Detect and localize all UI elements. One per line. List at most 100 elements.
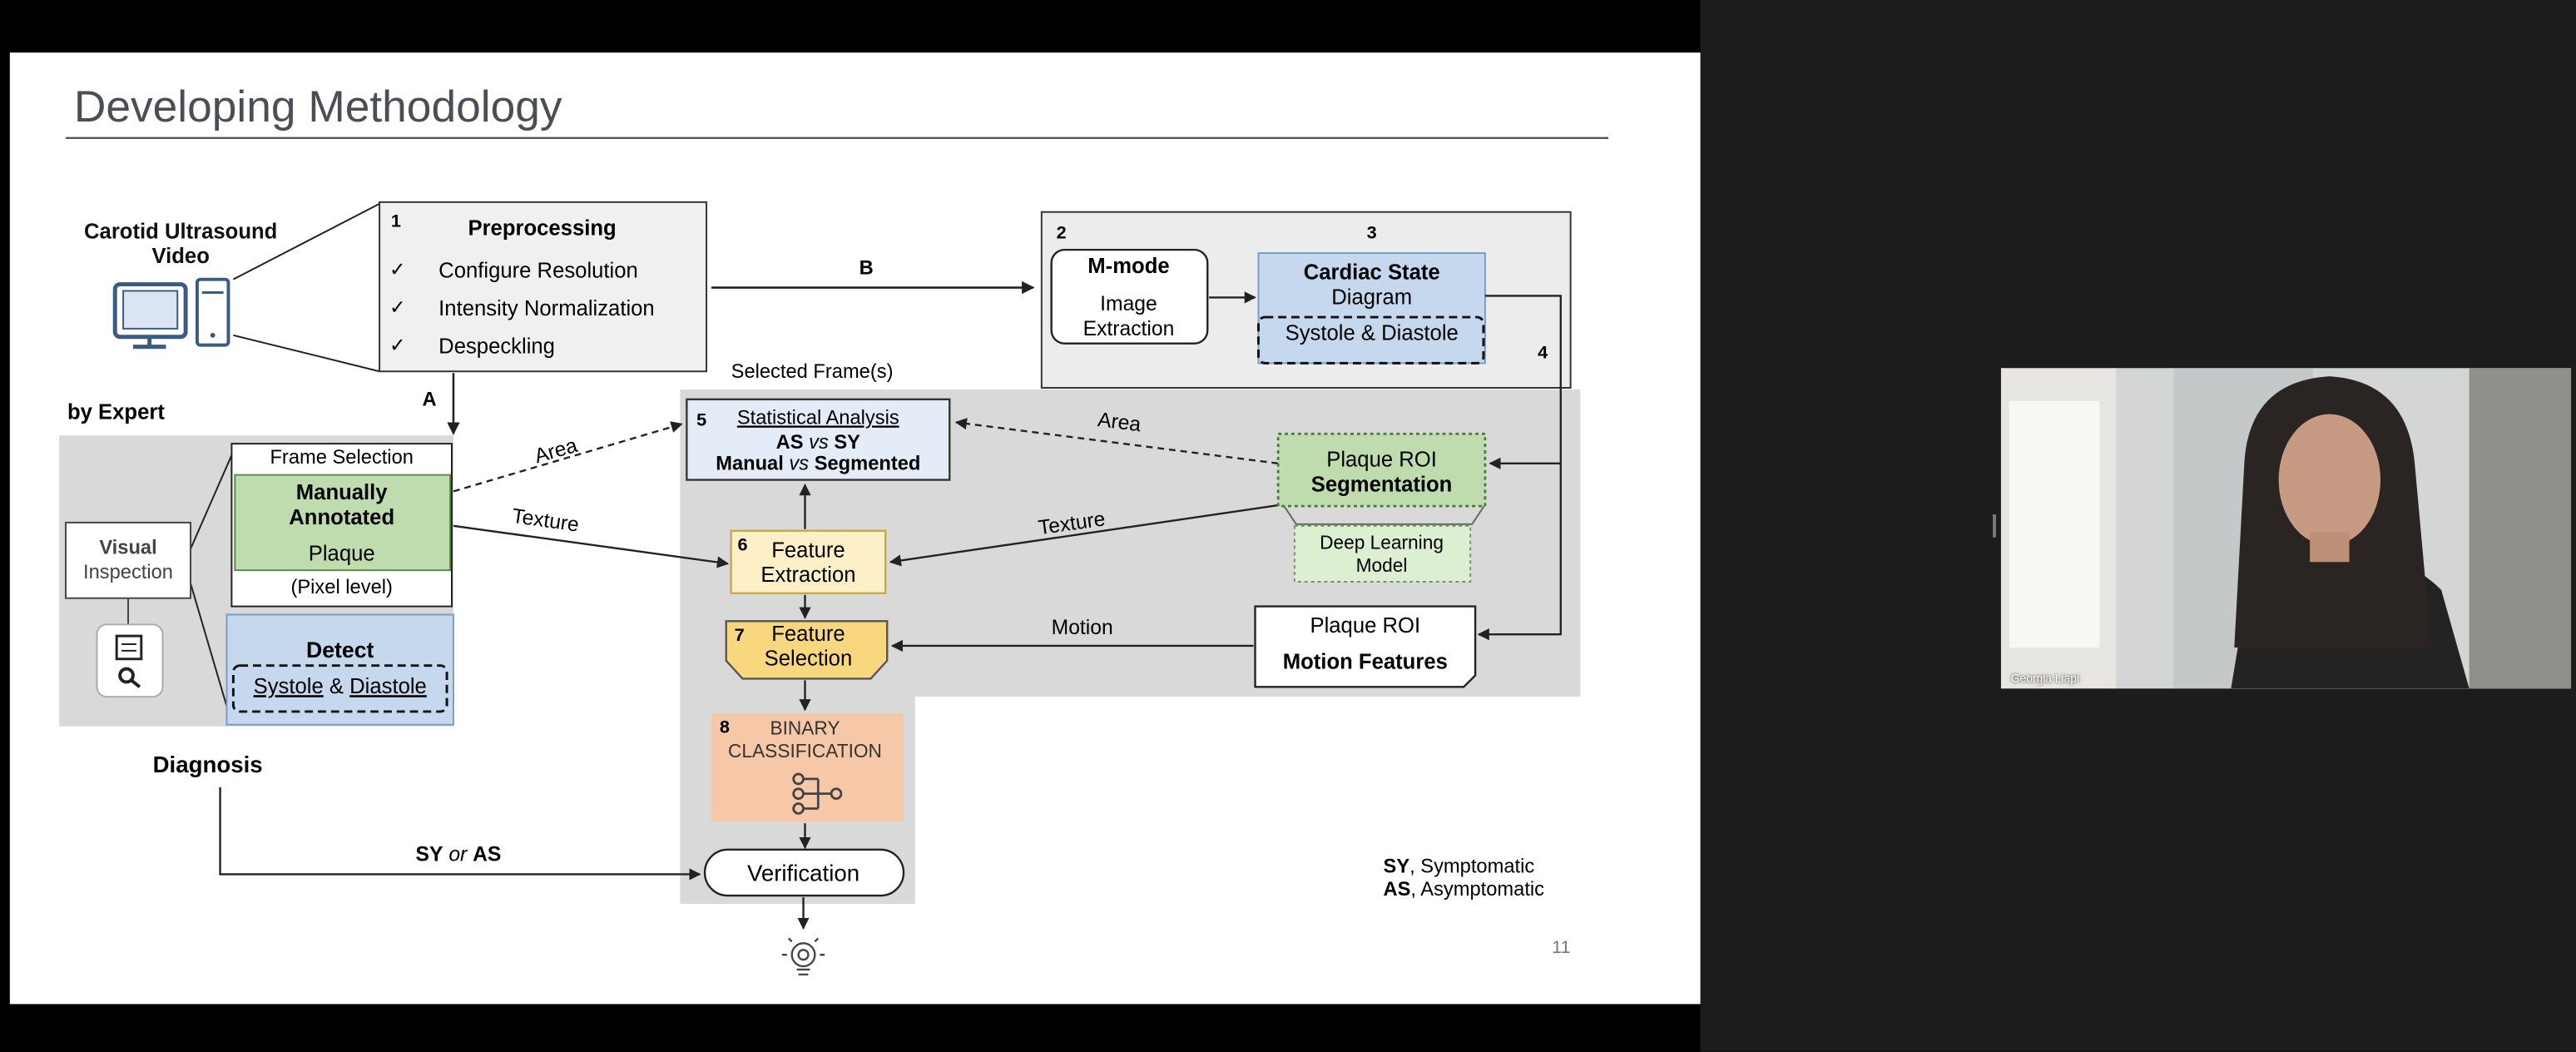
- path-4: [1477, 295, 1562, 641]
- binary-classification-box: [711, 712, 904, 822]
- clipboard-icon: [115, 634, 143, 661]
- computer-icon: [112, 277, 230, 350]
- feature-selection-box: [725, 620, 889, 680]
- plaque-segmentation-box: [1276, 432, 1487, 508]
- cardiac-line1: Diagram: [1331, 285, 1412, 309]
- bc-line2: CLASSIFICATION: [728, 740, 882, 762]
- detect-amp: &: [329, 675, 344, 698]
- preprocessing-title: Preprocessing: [468, 216, 616, 240]
- fe-number: 6: [738, 533, 748, 554]
- stat-as: AS: [776, 432, 804, 454]
- source-label-line2: Video: [151, 245, 209, 268]
- texture-left-label: Texture: [511, 505, 581, 537]
- legend-as: AS, Asymptomatic: [1384, 879, 1545, 901]
- panel-resize-handle[interactable]: [1993, 514, 1997, 538]
- area-left-label: Area: [532, 434, 580, 468]
- mmode-box: [1050, 248, 1209, 345]
- detect-diastole: Diastole: [349, 675, 427, 698]
- fs-line2: Selection: [765, 648, 853, 671]
- cardiac-box: [1257, 252, 1486, 365]
- seg-line1: Plaque ROI: [1326, 449, 1437, 472]
- mmode-line2: Extraction: [1083, 318, 1175, 340]
- preprocessing-item: Intensity Normalization: [438, 297, 655, 320]
- segmentation-connector: [1282, 504, 1486, 525]
- fs-number: 7: [735, 624, 745, 645]
- bc-line1: BINARY: [770, 717, 840, 739]
- manual-line1: Manually: [296, 481, 389, 504]
- arrow-a-label: A: [422, 390, 436, 411]
- verification-label: Verification: [747, 860, 859, 886]
- preprocessing-item: Configure Resolution: [438, 260, 638, 283]
- stat-number: 5: [696, 409, 706, 429]
- stat-segmented: Segmented: [815, 454, 921, 475]
- cardiac-title: Cardiac State: [1304, 261, 1440, 285]
- preprocessing-box: [379, 201, 708, 373]
- presentation-slide: Developing Methodology Carotid Ultrasoun…: [9, 52, 1701, 1005]
- visual-inspection-box: [64, 521, 192, 599]
- zoom-line-top: [232, 202, 380, 280]
- stat-line2: Manual vs Segmented: [716, 454, 920, 475]
- fe-line2: Extraction: [760, 563, 855, 587]
- texture-left-arrow: [453, 524, 730, 568]
- seg-line2: Segmentation: [1311, 473, 1453, 496]
- preprocessing-number: 1: [391, 210, 401, 231]
- area-right-arrow: [954, 418, 1279, 464]
- detect-box: [225, 613, 454, 726]
- statistical-analysis-box: [686, 398, 951, 481]
- visual-line1: Visual: [99, 537, 156, 558]
- manual-line2: Annotated: [289, 506, 394, 529]
- magnifier-icon: [118, 667, 141, 688]
- stat-manual: Manual: [716, 454, 784, 475]
- participant-video: [2000, 368, 2572, 689]
- manual-line4: (Pixel level): [290, 577, 392, 598]
- lightbulb-icon: [781, 937, 825, 976]
- feature-extraction-box: [730, 529, 887, 594]
- fe-line1: Feature: [771, 538, 845, 562]
- mmode-title: M-mode: [1087, 255, 1169, 278]
- selected-frames-label: Selected Frame(s): [731, 361, 894, 383]
- verification-box: [703, 848, 905, 897]
- preprocessing-item: Despeckling: [438, 335, 555, 359]
- motion-line1: Plaque ROI: [1310, 614, 1420, 638]
- manual-annotation-green: [234, 474, 451, 572]
- legend-sy: SY, Symptomatic: [1384, 856, 1535, 877]
- step-4-label: 4: [1538, 341, 1548, 362]
- dl-line2: Model: [1356, 554, 1408, 576]
- check-icon: ✓: [389, 297, 406, 319]
- sy-or-as-sy: SY: [416, 844, 443, 866]
- methodology-diagram: Developing Methodology Carotid Ultrasoun…: [59, 82, 1609, 976]
- inspection-icon-box: [96, 623, 164, 698]
- detect-phases: Systole & Diastole: [254, 675, 427, 698]
- texture-right-arrow: [889, 503, 1284, 567]
- frame-selection-label: Frame Selection: [270, 447, 413, 469]
- detect-title: Detect: [306, 638, 374, 662]
- cardiac-line2: Systole & Diastole: [1286, 322, 1459, 345]
- diagnosis-path: [219, 787, 701, 881]
- dl-line1: Deep Learning: [1320, 531, 1444, 553]
- sy-or-as-as: AS: [473, 844, 501, 866]
- zoom-line-lower: [190, 583, 233, 724]
- cardiac-number: 3: [1367, 221, 1377, 242]
- stat-line1: AS vs SY: [776, 432, 861, 454]
- sy-or-as-or: or: [448, 844, 468, 866]
- arrow-b-label: B: [859, 258, 874, 280]
- stat-vs2: vs: [789, 454, 809, 475]
- cardiac-dashed-box: [1256, 315, 1485, 365]
- legend-sy-abbr: SY: [1384, 856, 1410, 877]
- mmode-number: 2: [1057, 221, 1067, 242]
- bc-number: 8: [720, 717, 730, 737]
- detect-systole: Systole: [254, 675, 324, 698]
- legend-sy-text: , Symptomatic: [1409, 856, 1534, 877]
- stat-title: Statistical Analysis: [737, 407, 899, 429]
- diagnosis-label: Diagnosis: [153, 752, 263, 777]
- area-left-arrow: [453, 421, 683, 493]
- page-number: 11: [1552, 936, 1571, 957]
- deep-learning-box: [1293, 524, 1472, 583]
- by-expert-label: by Expert: [67, 400, 165, 424]
- video-tile[interactable]: Georgia Liapi: [2000, 368, 2572, 689]
- slide-title: Developing Methodology: [74, 82, 562, 132]
- check-icon: ✓: [389, 335, 406, 357]
- legend-as-text: , Asymptomatic: [1410, 879, 1544, 901]
- manual-line3: Plaque: [309, 542, 375, 565]
